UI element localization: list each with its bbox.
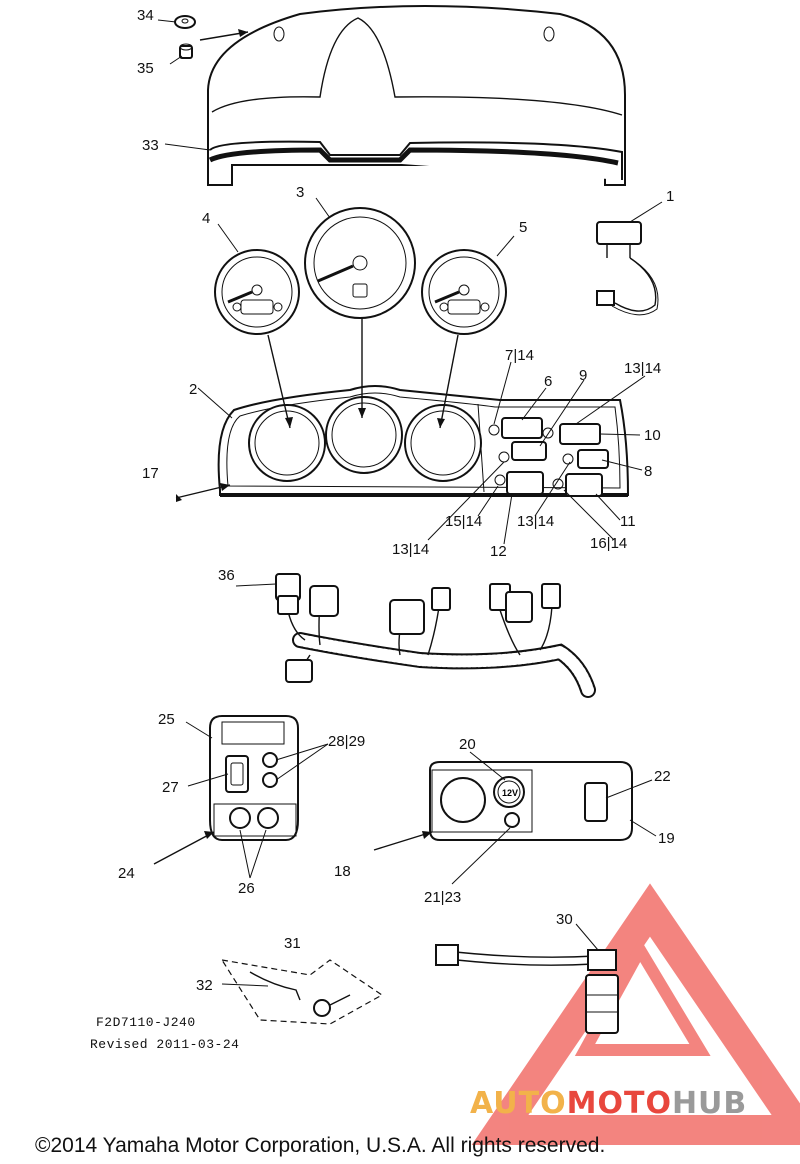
callout-22: 22 bbox=[654, 768, 671, 785]
tachometer-4 bbox=[214, 249, 300, 335]
meter-cover-33 bbox=[207, 5, 626, 186]
meter-panel-2 bbox=[217, 385, 630, 497]
callout-21: 21|23 bbox=[424, 889, 461, 906]
callout-11: 11 bbox=[620, 513, 636, 530]
callout-3: 3 bbox=[296, 184, 304, 201]
watermark-auto: AUTO bbox=[470, 1086, 567, 1121]
callout-28: 28|29 bbox=[328, 733, 365, 750]
callout-26: 26 bbox=[238, 880, 255, 897]
sensor-1 bbox=[596, 221, 659, 316]
callout-20: 20 bbox=[459, 736, 476, 753]
callout-36: 36 bbox=[218, 567, 235, 584]
callout-30: 30 bbox=[556, 911, 573, 928]
socket-label: 12V bbox=[502, 788, 518, 798]
callout-25: 25 bbox=[158, 711, 175, 728]
callout-16: 16|14 bbox=[590, 535, 627, 552]
screw-17 bbox=[175, 483, 231, 502]
callout-34: 34 bbox=[137, 7, 154, 24]
kit-31 bbox=[220, 959, 384, 1025]
washer-34 bbox=[174, 15, 196, 29]
callout-24: 24 bbox=[118, 865, 135, 882]
callout-27: 27 bbox=[162, 779, 179, 796]
callout-labels: 1 2 3 4 5 6 7|14 8 9 10 11 12 13|14 13|1… bbox=[118, 7, 675, 994]
drawing-code: F2D7110-J240 bbox=[96, 1015, 196, 1030]
watermark-text: AUTOMOTOHUB bbox=[470, 1086, 747, 1121]
fuel-gauge-5 bbox=[421, 249, 507, 335]
callout-32: 32 bbox=[196, 977, 213, 994]
accessory-panel-19 bbox=[429, 761, 633, 841]
speedometer-3 bbox=[304, 207, 416, 319]
callout-13c: 13|14 bbox=[392, 541, 429, 558]
watermark-moto: MOTO bbox=[567, 1086, 672, 1121]
callout-19: 19 bbox=[658, 830, 675, 847]
wire-harness-36 bbox=[275, 573, 596, 698]
callout-13a: 13|14 bbox=[624, 360, 661, 377]
callout-18: 18 bbox=[334, 863, 351, 880]
copyright: ©2014 Yamaha Motor Corporation, U.S.A. A… bbox=[35, 1134, 605, 1157]
callout-1: 1 bbox=[666, 188, 674, 205]
watermark-hub: HUB bbox=[672, 1086, 747, 1121]
callout-5: 5 bbox=[519, 219, 527, 236]
callout-4: 4 bbox=[202, 210, 210, 227]
callout-33: 33 bbox=[142, 137, 159, 154]
callout-35: 35 bbox=[137, 60, 154, 77]
callout-10: 10 bbox=[644, 427, 661, 444]
switch-panel-25 bbox=[209, 715, 299, 841]
callout-6: 6 bbox=[544, 373, 552, 390]
callout-31: 31 bbox=[284, 935, 301, 952]
leader-lines bbox=[157, 19, 663, 987]
callout-17: 17 bbox=[142, 465, 159, 482]
callout-12: 12 bbox=[490, 543, 507, 560]
callout-9: 9 bbox=[579, 367, 587, 384]
callout-13b: 13|14 bbox=[517, 513, 554, 530]
callout-2: 2 bbox=[189, 381, 197, 398]
transducer-30 bbox=[435, 944, 619, 1034]
nut-35 bbox=[179, 43, 193, 59]
callout-15: 15|14 bbox=[445, 513, 482, 530]
revised-date: Revised 2011-03-24 bbox=[90, 1037, 239, 1052]
callout-7: 7|14 bbox=[505, 347, 534, 364]
callout-8: 8 bbox=[644, 463, 652, 480]
